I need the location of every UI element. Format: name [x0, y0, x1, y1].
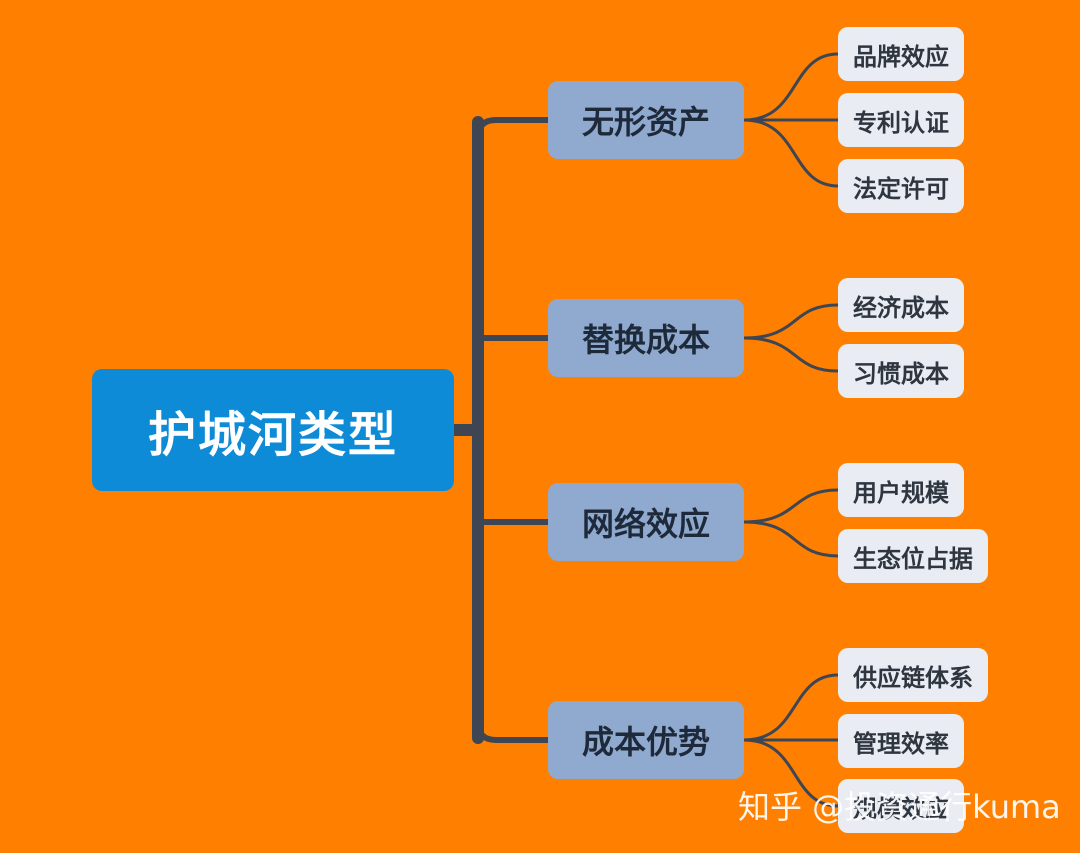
leaf-node-patent-certification: 专利认证 [838, 93, 964, 147]
branch-connector-4 [475, 721, 548, 743]
leaf-node-management-efficiency: 管理效率 [838, 714, 964, 768]
leaf-connector-3-1 [743, 488, 839, 524]
leaf-connector-1-1 [743, 52, 839, 122]
branch-node-network-effect: 网络效应 [548, 483, 744, 561]
branch-node-intangible-assets: 无形资产 [548, 81, 744, 159]
leaf-node-ecological-niche: 生态位占据 [838, 529, 988, 583]
branch-node-switching-cost: 替换成本 [548, 299, 744, 377]
leaf-node-legal-license: 法定许可 [838, 159, 964, 213]
leaf-connector-1-3 [743, 118, 839, 188]
branch-node-cost-advantage: 成本优势 [548, 701, 744, 779]
watermark: 知乎 @投资通行kuma [738, 788, 1061, 826]
leaf-connector-4-3 [743, 738, 839, 808]
root-node: 护城河类型 [92, 369, 454, 491]
branch-connector-1 [475, 117, 548, 139]
leaf-node-user-scale: 用户规模 [838, 463, 964, 517]
leaf-connector-3-2 [743, 520, 839, 558]
leaf-node-brand-effect: 品牌效应 [838, 27, 964, 81]
leaf-node-supply-chain: 供应链体系 [838, 648, 988, 702]
leaf-node-scale-effect: 规模效应 [838, 779, 964, 833]
leaf-connector-2-2 [743, 336, 839, 373]
leaf-connector-2-1 [743, 303, 839, 340]
leaf-connector-4-1 [743, 673, 839, 742]
leaf-node-habit-cost: 习惯成本 [838, 344, 964, 398]
leaf-node-economic-cost: 经济成本 [838, 278, 964, 332]
